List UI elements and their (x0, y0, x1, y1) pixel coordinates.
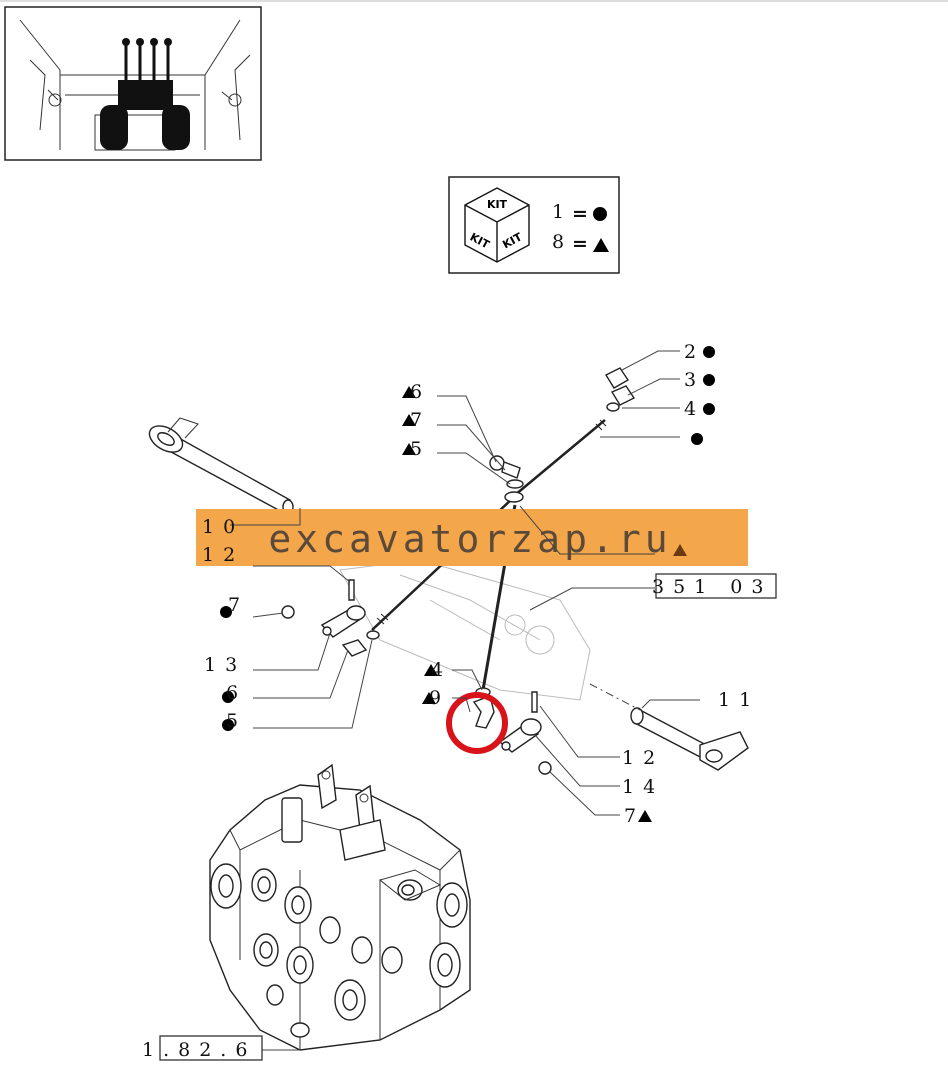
callout-4: 4 (684, 398, 705, 420)
watermark-band (196, 509, 748, 566)
kit-label-top: KIT (487, 198, 508, 211)
kit-row-2-number: 8 (552, 231, 564, 253)
callout-6: 6 (410, 381, 431, 403)
location-inset (4, 6, 262, 161)
kit-triangle-icon (402, 414, 416, 426)
ref-1-82-6: 1.82.6 (142, 1039, 256, 1061)
kit-dot-icon (691, 433, 703, 445)
kit-dot-icon (703, 374, 715, 386)
callout-3: 3 (684, 369, 705, 391)
kit-row-1-number: 1 (552, 201, 564, 223)
callout-labels: 2 3 4 6 7 5 10 12 351 03 7 13 6 5 4 9 (142, 341, 777, 1061)
callout-12-left: 12 (202, 544, 244, 566)
callout-12-right: 12 (622, 747, 664, 769)
kit-triangle-icon (402, 386, 416, 398)
kit-dot-icon (703, 346, 715, 358)
callout-2: 2 (684, 341, 705, 363)
callout-11: 11 (718, 689, 760, 711)
callout-6-left: 6 (226, 682, 247, 704)
callout-5-top: 5 (410, 438, 431, 460)
kit-dot-icon (222, 719, 234, 731)
highlight-circle (446, 692, 508, 754)
kit-triangle-icon (422, 692, 436, 704)
kit-circle-icon (593, 207, 607, 221)
kit-legend: KIT KIT KIT 1 = 8 = (448, 176, 620, 274)
kit-triangle-icon (673, 544, 687, 556)
kit-dot-icon (703, 403, 715, 415)
kit-dot-icon (220, 606, 232, 618)
callout-4-elbow: 4 (431, 659, 452, 681)
kit-dot-icon (222, 691, 234, 703)
callout-7-right: 7 (624, 805, 645, 827)
control-valve-block (209, 763, 471, 1051)
callout-14: 14 (622, 776, 664, 798)
kit-triangle-icon (638, 810, 652, 822)
kit-triangle-icon (402, 443, 416, 455)
kit-cube-icon: KIT KIT KIT (464, 187, 530, 263)
kit-row-1-equals: = (572, 203, 588, 225)
kit-triangle-icon (593, 238, 609, 252)
ref-351-03: 351 03 (652, 576, 772, 598)
kit-triangle-icon (424, 664, 438, 676)
callout-7-left: 7 (228, 594, 249, 616)
callout-7-top: 7 (410, 409, 431, 431)
leader-lines (230, 350, 700, 1051)
callout-9: 9 (429, 687, 450, 709)
callout-10: 10 (202, 516, 244, 538)
callout-13: 13 (204, 654, 246, 676)
callout-5-left: 5 (226, 710, 247, 732)
kit-row-2-equals: = (572, 233, 588, 255)
